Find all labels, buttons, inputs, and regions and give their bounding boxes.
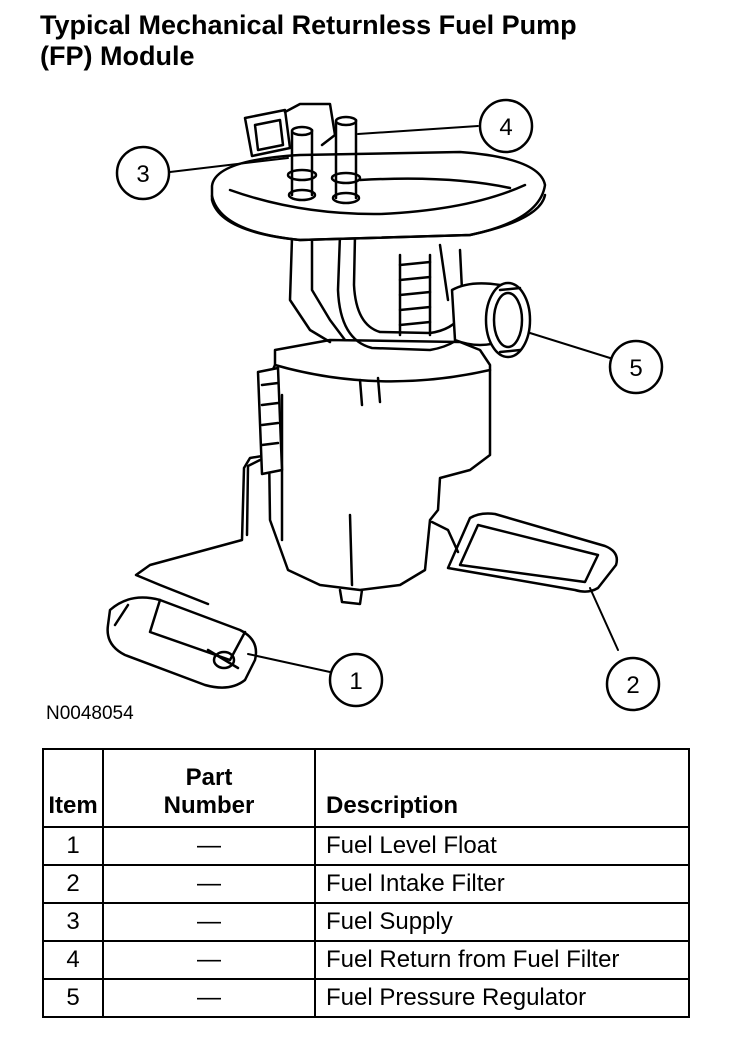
header-item: Item xyxy=(42,748,104,828)
figure-code: N0048054 xyxy=(46,703,134,724)
table-row: 2 — Fuel Intake Filter xyxy=(42,864,690,904)
leader-1 xyxy=(247,653,331,673)
row-part-number: — xyxy=(102,978,316,1018)
row-part-number: — xyxy=(102,902,316,942)
table-row: 1 — Fuel Level Float xyxy=(42,826,690,866)
callout-1-label: 1 xyxy=(349,668,362,695)
callout-1: 1 xyxy=(328,652,384,708)
header-part-line-1: Part xyxy=(185,764,233,791)
electrical-connector xyxy=(243,102,337,158)
callout-3-label: 3 xyxy=(136,161,149,188)
leader-2 xyxy=(589,587,619,651)
page-title: Typical Mechanical Returnless Fuel Pump … xyxy=(40,10,720,72)
leader-4 xyxy=(357,125,479,135)
fuel-intake-filter xyxy=(430,512,619,593)
reservoir-body xyxy=(256,338,492,606)
table-row: 4 — Fuel Return from Fuel Filter xyxy=(42,940,690,980)
row-part-number: — xyxy=(102,864,316,904)
row-description: Fuel Level Float xyxy=(314,826,690,866)
callout-5: 5 xyxy=(608,339,664,395)
flange-plate xyxy=(210,150,547,242)
callout-2: 2 xyxy=(605,656,661,712)
callout-4: 4 xyxy=(478,98,534,154)
fuel-pump-module-diagram: 1 2 3 4 5 xyxy=(106,98,664,712)
header-part-line-2: Number xyxy=(163,792,255,819)
row-part-number: — xyxy=(102,826,316,866)
parts-table: Item Part Number Description 1 — Fuel Le… xyxy=(42,748,690,1018)
row-item: 5 xyxy=(42,978,104,1018)
row-item: 1 xyxy=(42,826,104,866)
leader-5 xyxy=(529,332,611,359)
leader-3 xyxy=(169,157,289,173)
title-line-2: (FP) Module xyxy=(40,41,195,71)
callout-3: 3 xyxy=(115,145,171,201)
table-row: 3 — Fuel Supply xyxy=(42,902,690,942)
row-description: Fuel Pressure Regulator xyxy=(314,978,690,1018)
table-row: 5 — Fuel Pressure Regulator xyxy=(42,978,690,1018)
row-item: 2 xyxy=(42,864,104,904)
row-part-number: — xyxy=(102,940,316,980)
float-arm xyxy=(134,453,270,606)
pump-upper-section xyxy=(288,233,532,359)
header-part-number: Part Number xyxy=(102,748,316,828)
row-description: Fuel Return from Fuel Filter xyxy=(314,940,690,980)
row-description: Fuel Supply xyxy=(314,902,690,942)
callout-4-label: 4 xyxy=(499,114,512,141)
callout-2-label: 2 xyxy=(626,672,639,699)
callout-5-label: 5 xyxy=(629,355,642,382)
title-line-1: Typical Mechanical Returnless Fuel Pump xyxy=(40,10,577,40)
header-description: Description xyxy=(314,748,690,828)
row-item: 4 xyxy=(42,940,104,980)
row-description: Fuel Intake Filter xyxy=(314,864,690,904)
table-header-row: Item Part Number Description xyxy=(42,748,690,828)
callout-leaders xyxy=(169,125,619,673)
fuel-tubes xyxy=(286,115,362,205)
fuel-level-float xyxy=(106,596,258,689)
row-item: 3 xyxy=(42,902,104,942)
